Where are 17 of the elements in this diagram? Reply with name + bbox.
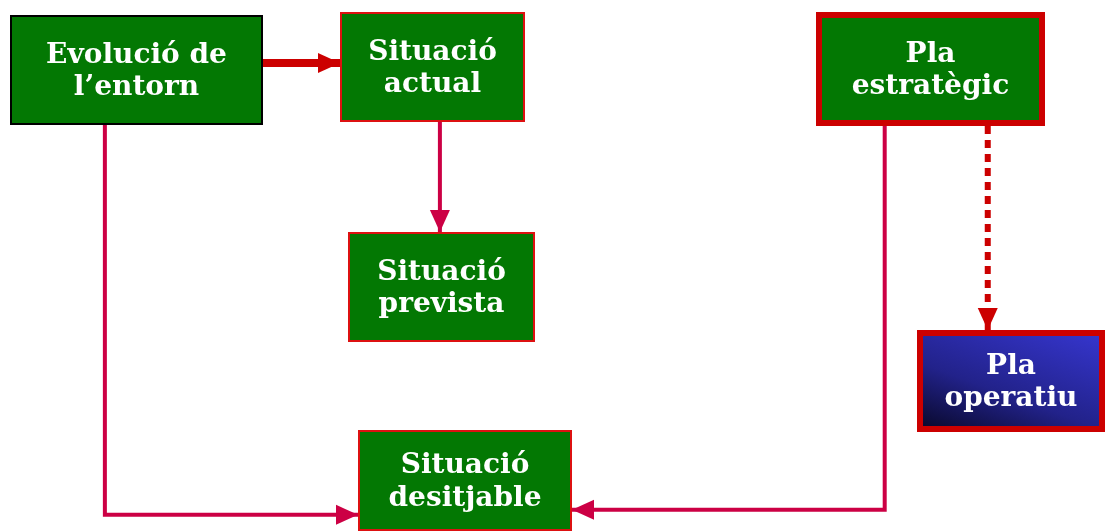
process-box: [917, 330, 1105, 432]
box-label: Situació prevista: [376, 254, 507, 320]
arrow: [102, 125, 358, 525]
box-label: Situació desitjable: [387, 448, 543, 513]
arrow: [572, 126, 887, 520]
arrow: [263, 52, 340, 73]
box-label: Evolució de l’entorn: [45, 37, 228, 103]
arrow: [977, 126, 998, 330]
arrow: [429, 122, 450, 232]
process-box: [340, 12, 525, 122]
process-box: [816, 12, 1045, 126]
box-label: Pla estratègic: [850, 36, 1011, 102]
box-label: Pla operatiu: [943, 348, 1079, 414]
process-box: [10, 15, 263, 125]
process-box: [348, 232, 535, 342]
box-label: Situació actual: [367, 34, 498, 100]
process-box: [358, 430, 572, 531]
